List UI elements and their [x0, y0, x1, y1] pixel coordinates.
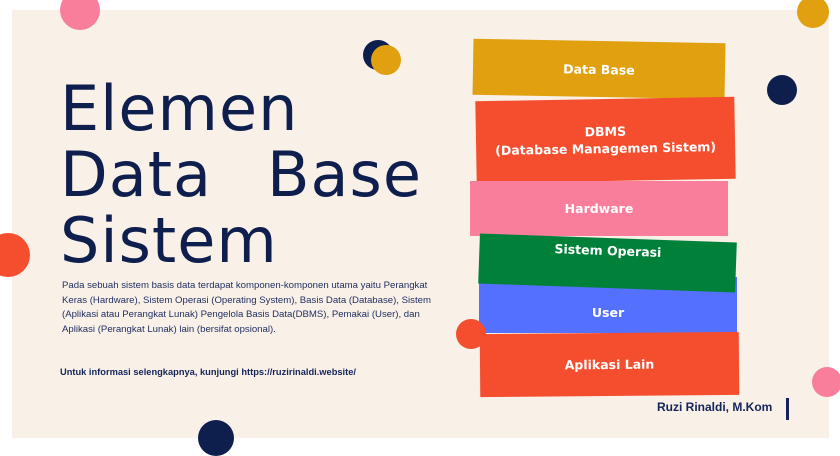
decor-circle — [371, 45, 401, 75]
block-sublabel: (Database Managemen Sistem) — [495, 139, 717, 158]
divider — [786, 398, 789, 420]
decor-circle — [198, 420, 234, 456]
decor-circle — [797, 0, 829, 28]
block-label: Data Base — [563, 60, 635, 78]
block-label: Sistem Operasi — [554, 241, 662, 260]
decor-circle — [456, 319, 486, 349]
block-label: Hardware — [564, 201, 634, 216]
block-hardware: Hardware — [470, 181, 728, 236]
block-sistem-operasi: Sistem Operasi — [478, 233, 737, 293]
decor-circle — [767, 75, 797, 105]
block-data-base: Data Base — [472, 38, 726, 100]
decor-circle — [812, 367, 840, 397]
description: Pada sebuah sistem basis data terdapat k… — [62, 280, 431, 335]
block-dbms: DBMS(Database Managemen Sistem) — [475, 96, 736, 184]
title-word: Data — [60, 138, 213, 211]
title-line: Elemen — [60, 72, 299, 145]
author-name: Ruzi Rinaldi, M.Kom — [657, 400, 773, 414]
title-line: Sistem — [60, 204, 278, 277]
block-label: Aplikasi Lain — [564, 356, 655, 373]
title-word: Base — [267, 138, 422, 211]
block-aplikasi-lain: Aplikasi Lain — [479, 331, 740, 398]
info-link-text[interactable]: Untuk informasi selengkapnya, kunjungi h… — [60, 367, 356, 377]
block-label: User — [591, 304, 625, 320]
block-label: DBMS — [584, 123, 627, 140]
